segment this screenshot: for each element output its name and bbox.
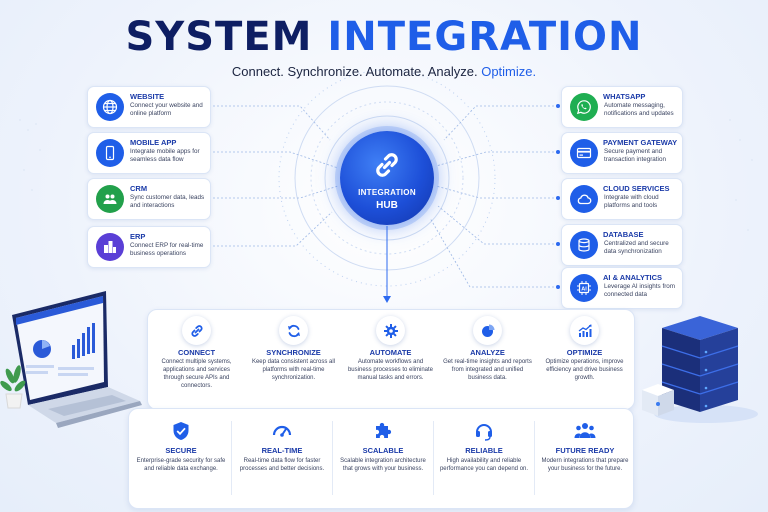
- card-cloud-services: CLOUD SERVICES Integrate with cloud plat…: [561, 178, 683, 220]
- card-ai-analytics: AI AI & ANALYTICS Leverage AI insights f…: [561, 267, 683, 309]
- title-part1: SYSTEM: [125, 14, 313, 60]
- divider: [534, 421, 535, 495]
- feature-title: RELIABLE: [465, 446, 503, 455]
- team-icon: [573, 419, 597, 443]
- card-description: Integrate with cloud platforms and tools: [604, 194, 659, 209]
- step-title: ANALYZE: [470, 348, 505, 357]
- speedometer-icon: [270, 419, 294, 443]
- step-title: SYNCHRONIZE: [266, 348, 321, 357]
- feature-description: Real-time data flow for faster processes…: [239, 458, 325, 472]
- feature-future-ready: FUTURE READY Modern integrations that pr…: [535, 409, 635, 508]
- feature-description: Enterprise-grade security for safe and r…: [136, 458, 226, 472]
- subtitle-part1: Connect. Synchronize. Automate. Analyze.: [231, 64, 478, 79]
- feature-description: High availability and reliable performan…: [439, 458, 529, 472]
- features-panel: SECURE Enterprise-grade security for saf…: [128, 408, 634, 509]
- step-description: Keep data consistent across all platform…: [251, 359, 336, 381]
- ai-chip-icon: AI: [570, 274, 598, 302]
- credit-card-icon: [570, 139, 598, 167]
- card-title: MOBILE APP: [130, 138, 177, 147]
- title-part2: INTEGRATION: [327, 14, 643, 60]
- feature-title: FUTURE READY: [555, 446, 615, 455]
- card-description: Connect ERP for real-time business opera…: [130, 242, 204, 257]
- page-subtitle: Connect. Synchronize. Automate. Analyze.…: [0, 64, 768, 79]
- link-icon: [376, 153, 398, 177]
- divider: [433, 421, 434, 495]
- step-title: CONNECT: [177, 348, 216, 357]
- subtitle-part2: Optimize.: [481, 64, 537, 79]
- laptop-illustration: [12, 291, 142, 428]
- process-steps-panel: CONNECT Connect multiple systems, applic…: [147, 309, 635, 410]
- users-icon: [96, 185, 124, 213]
- cloud-icon: [570, 185, 598, 213]
- pie-chart-icon: [473, 316, 502, 345]
- card-title: DATABASE: [603, 230, 644, 239]
- feature-reliable: RELIABLE High availability and reliable …: [434, 409, 534, 508]
- card-description: Connect your website and online platform: [130, 102, 203, 117]
- feature-secure: SECURE Enterprise-grade security for saf…: [131, 409, 231, 508]
- server-rack-illustration: [642, 316, 758, 423]
- shield-check-icon: [169, 419, 193, 443]
- sync-icon: [279, 316, 308, 345]
- card-title: CLOUD SERVICES: [603, 184, 670, 193]
- growth-chart-icon: [570, 316, 599, 345]
- card-title: AI & ANALYTICS: [603, 273, 663, 282]
- step-description: Connect multiple systems, applications a…: [161, 359, 232, 389]
- plant-decoration: [0, 365, 26, 409]
- feature-scalable: SCALABLE Scalable integration architectu…: [333, 409, 433, 508]
- link-icon: [182, 316, 211, 345]
- card-mobile-app: MOBILE APP Integrate mobile apps for sea…: [87, 132, 211, 174]
- puzzle-icon: [371, 419, 395, 443]
- card-whatsapp: WHATSAPP Automate messaging, notificatio…: [561, 86, 683, 128]
- card-erp: ERP Connect ERP for real-time business o…: [87, 226, 211, 268]
- card-database: DATABASE Centralized and secure data syn…: [561, 224, 683, 266]
- card-website: WEBSITE Connect your website and online …: [87, 86, 211, 128]
- feature-title: SECURE: [165, 446, 197, 455]
- hub-label-line1: INTEGRATION: [358, 188, 416, 197]
- whatsapp-icon: [570, 93, 598, 121]
- step-title: AUTOMATE: [369, 348, 412, 357]
- card-title: ERP: [130, 232, 146, 241]
- step-description: Optimize operations, improve efficiency …: [545, 359, 624, 381]
- step-synchronize: SYNCHRONIZE Keep data consistent across …: [245, 310, 342, 409]
- feature-description: Modern integrations that prepare your bu…: [541, 458, 629, 472]
- card-description: Sync customer data, leads and interactio…: [130, 194, 205, 209]
- step-analyze: ANALYZE Get real-time insights and repor…: [439, 310, 536, 409]
- card-description: Automate messaging, notifications and up…: [604, 102, 674, 117]
- card-title: WEBSITE: [130, 92, 165, 101]
- card-title: WHATSAPP: [603, 92, 646, 101]
- database-icon: [570, 231, 598, 259]
- buildings-icon: [96, 233, 124, 261]
- headset-icon: [472, 419, 496, 443]
- step-title: OPTIMIZE: [566, 348, 603, 357]
- step-automate: AUTOMATE Automate workflows and business…: [342, 310, 439, 409]
- card-crm: CRM Sync customer data, leads and intera…: [87, 178, 211, 220]
- card-title: CRM: [130, 184, 148, 193]
- gear-icon: [376, 316, 405, 345]
- feature-real-time: REAL-TIME Real-time data flow for faster…: [232, 409, 332, 508]
- svg-text:AI: AI: [581, 286, 587, 292]
- smartphone-icon: [96, 139, 124, 167]
- step-description: Automate workflows and business processe…: [347, 359, 434, 381]
- step-optimize: OPTIMIZE Optimize operations, improve ef…: [536, 310, 633, 409]
- card-description: Centralized and secure data synchronizat…: [604, 240, 669, 255]
- divider: [231, 421, 232, 495]
- card-description: Integrate mobile apps for seamless data …: [130, 148, 200, 163]
- feature-title: SCALABLE: [362, 446, 404, 455]
- globe-icon: [96, 93, 124, 121]
- card-payment-gateway: PAYMENT GATEWAY Secure payment and trans…: [561, 132, 683, 174]
- card-title: PAYMENT GATEWAY: [603, 138, 678, 147]
- integration-hub: INTEGRATION HUB: [340, 131, 434, 225]
- step-connect: CONNECT Connect multiple systems, applic…: [148, 310, 245, 409]
- hub-label-line2: HUB: [376, 200, 398, 211]
- divider: [332, 421, 333, 495]
- feature-description: Scalable integration architecture that g…: [340, 458, 426, 472]
- feature-title: REAL-TIME: [261, 446, 303, 455]
- step-description: Get real-time insights and reports from …: [443, 359, 532, 381]
- page-title: SYSTEM INTEGRATION: [0, 14, 768, 60]
- card-description: Secure payment and transaction integrati…: [604, 148, 666, 163]
- card-description: Leverage AI insights from connected data: [604, 283, 676, 298]
